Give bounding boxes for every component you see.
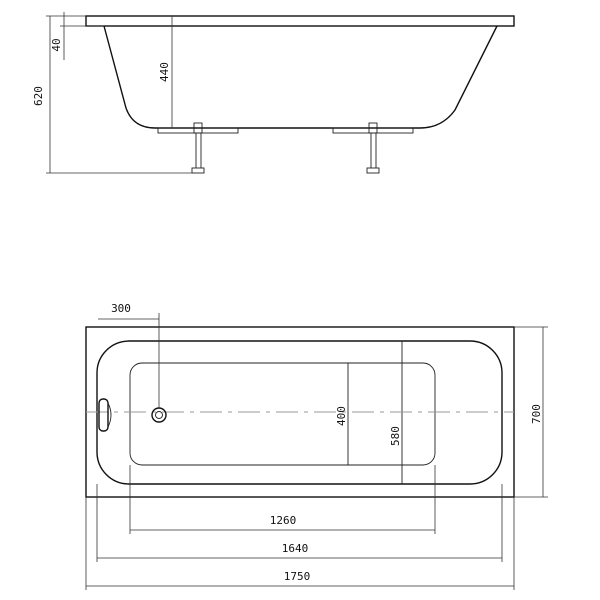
dim-label-depth: 440: [158, 62, 171, 82]
dim-label-outer-width: 700: [530, 404, 543, 424]
overflow-icon: [98, 398, 112, 432]
base-plate-left: [157, 127, 239, 134]
base-plate-right: [332, 127, 414, 134]
dim-label-outer-length: 1750: [284, 570, 311, 583]
tub-bottom: [129, 362, 436, 466]
dim-label-inner-length: 1640: [282, 542, 309, 555]
leg-right: [366, 122, 380, 174]
top-view: 300 400 580 700 1260 1640 1750: [85, 302, 548, 590]
side-view: 40 620 440: [32, 12, 515, 174]
dim-label-total-height: 620: [32, 86, 45, 106]
drain-icon: [151, 407, 167, 423]
tub-body-profile: [103, 25, 498, 129]
dim-label-rim: 40: [50, 38, 63, 51]
dim-label-bottom-length: 1260: [270, 514, 297, 527]
dim-label-bottom-width: 400: [335, 406, 348, 426]
dim-label-drain-offset: 300: [111, 302, 131, 315]
leg-left: [191, 122, 205, 174]
tub-rim: [85, 15, 515, 27]
dim-label-inner-width: 580: [389, 426, 402, 446]
